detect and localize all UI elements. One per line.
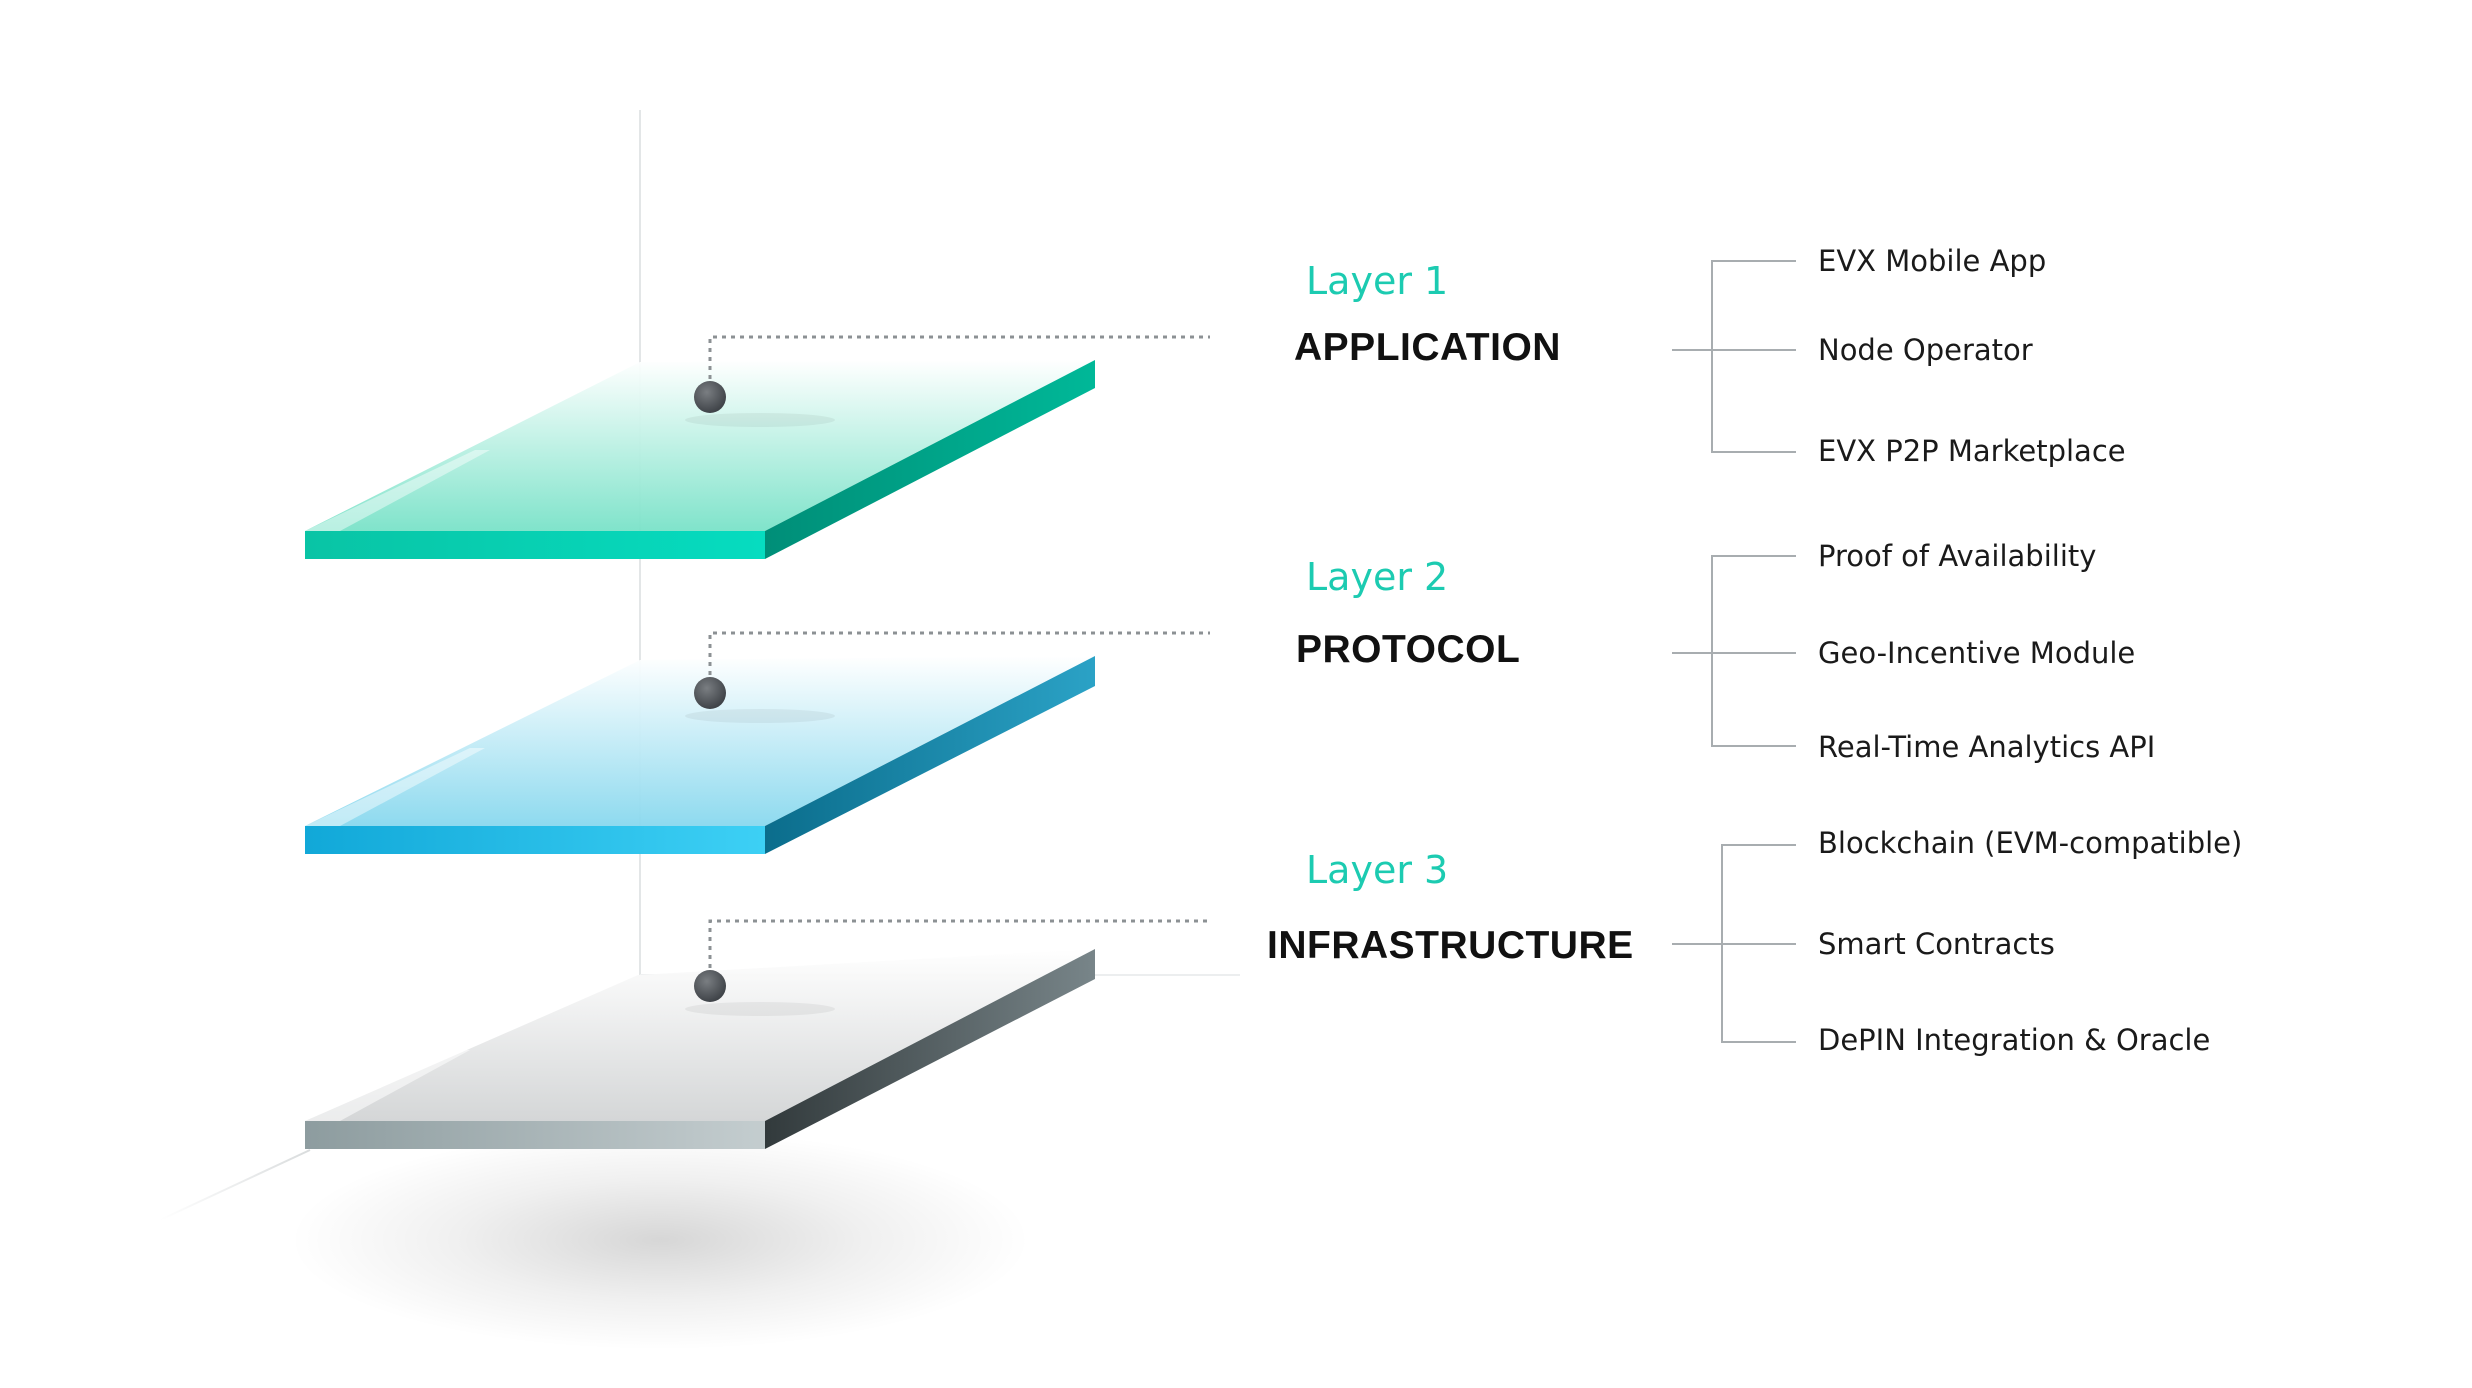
layer-2-slab <box>305 656 1095 854</box>
layer-2-item: Geo-Incentive Module <box>1818 636 2136 670</box>
layer-1-tag: Layer 1 <box>1306 259 1449 303</box>
layer-3-slab-side <box>765 949 1095 1149</box>
layer-2-leader <box>685 631 1210 723</box>
layer-2-item: Real-Time Analytics API <box>1818 730 2156 764</box>
layer-3-item: DePIN Integration & Oracle <box>1818 1023 2211 1057</box>
layer-2-tag: Layer 2 <box>1306 555 1449 599</box>
layer-3-tag: Layer 3 <box>1306 848 1449 892</box>
layer-3-slab-glare <box>305 1050 470 1121</box>
layer-3-slab <box>305 949 1095 1149</box>
layer-1-slab-front <box>305 531 765 559</box>
layer-1-name: APPLICATION <box>1294 326 1561 369</box>
layer-3-pin-icon <box>694 970 726 1002</box>
layer-1-pin-icon <box>694 381 726 413</box>
layer-3-slab-top <box>305 949 1095 1121</box>
layer-1-item: EVX P2P Marketplace <box>1818 434 2126 468</box>
layer-1-item: Node Operator <box>1818 333 2033 367</box>
layer-3-bracket <box>1672 844 1796 1043</box>
layer-2-item: Proof of Availability <box>1818 539 2097 573</box>
layer-2-slab-top <box>305 656 1095 826</box>
layer-1-slab-top <box>305 360 1095 531</box>
layer-1-slab <box>305 360 1095 559</box>
layer-1-slab-side <box>765 360 1095 559</box>
layer-2-slab-side <box>765 656 1095 854</box>
layer-3-slab-front <box>305 1121 765 1149</box>
layer-1-bracket <box>1672 260 1796 453</box>
layer-3-item: Blockchain (EVM-compatible) <box>1818 826 2243 860</box>
layer-2-name: PROTOCOL <box>1296 628 1521 671</box>
floor-shadow <box>290 1130 1030 1350</box>
layer-3-item: Smart Contracts <box>1818 927 2055 961</box>
layer-1-slab-glare <box>305 450 490 531</box>
layer-1-item: EVX Mobile App <box>1818 244 2047 278</box>
layer-2-slab-glare <box>305 748 485 826</box>
layer-3-leader <box>685 919 1210 1016</box>
layer-2-slab-front <box>305 826 765 854</box>
layer-1-leader <box>685 335 1210 427</box>
depth-axis-guide <box>159 1149 311 1221</box>
layer-2-pin-icon <box>694 677 726 709</box>
layer-3-name: INFRASTRUCTURE <box>1267 924 1634 967</box>
layer-2-bracket <box>1672 555 1796 747</box>
